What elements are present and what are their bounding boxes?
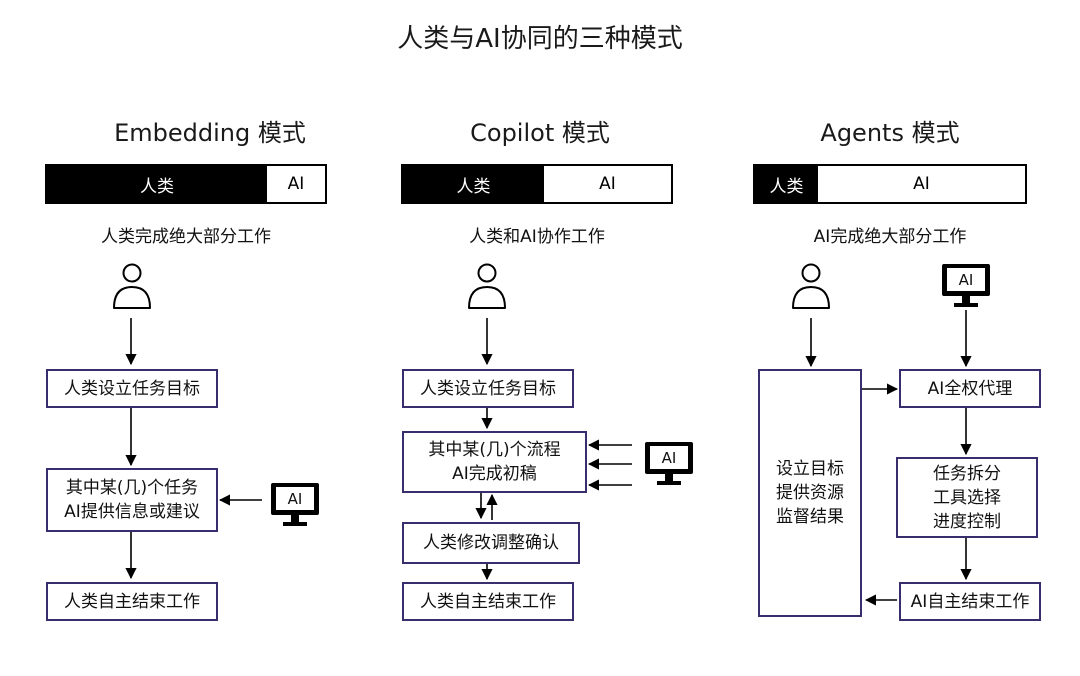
copilot-caption: 人类和AI协作工作	[469, 227, 605, 247]
embedding-ai-share: AI	[267, 166, 325, 202]
agents-ai-share: AI	[818, 166, 1025, 202]
agents-caption: AI完成绝大部分工作	[813, 227, 967, 247]
copilot-step-finish: 人类自主结束工作	[402, 582, 574, 621]
agents-step-finish: AI自主结束工作	[899, 582, 1041, 621]
monitor-label: AI	[287, 489, 303, 508]
embedding-step-ai-assist: 其中某(几)个任务 AI提供信息或建议	[46, 468, 218, 532]
monitor-icon: AI	[270, 482, 320, 528]
agents-human-supervise: 设立目标 提供资源 监督结果	[758, 369, 862, 617]
person-icon	[113, 263, 151, 309]
monitor-label: AI	[661, 448, 677, 467]
copilot-step-review: 人类修改调整确认	[402, 522, 580, 564]
person-icon	[792, 263, 830, 309]
embedding-caption: 人类完成绝大部分工作	[101, 227, 271, 247]
copilot-ai-share: AI	[544, 166, 671, 202]
copilot-share-bar: 人类 AI	[401, 164, 673, 204]
embedding-title: Embedding 模式	[114, 119, 306, 147]
monitor-label: AI	[958, 270, 974, 289]
embedding-share-bar: 人类 AI	[45, 164, 327, 204]
embedding-step-finish: 人类自主结束工作	[46, 582, 218, 621]
monitor-icon: AI	[941, 263, 991, 309]
person-icon	[468, 263, 506, 309]
copilot-step-set-goal: 人类设立任务目标	[402, 369, 574, 408]
copilot-step-ai-draft: 其中某(几)个流程 AI完成初稿	[402, 431, 587, 493]
agents-share-bar: 人类 AI	[753, 164, 1027, 204]
agents-step-ai-proxy: AI全权代理	[899, 369, 1041, 408]
copilot-human-share: 人类	[403, 166, 544, 202]
diagram-title: 人类与AI协同的三种模式	[397, 24, 683, 54]
agents-human-share: 人类	[755, 166, 818, 202]
embedding-step-set-goal: 人类设立任务目标	[46, 369, 218, 408]
agents-title: Agents 模式	[820, 119, 960, 147]
agents-step-plan: 任务拆分 工具选择 进度控制	[896, 457, 1038, 538]
copilot-title: Copilot 模式	[470, 119, 610, 147]
embedding-human-share: 人类	[47, 166, 267, 202]
monitor-icon: AI	[644, 441, 694, 487]
